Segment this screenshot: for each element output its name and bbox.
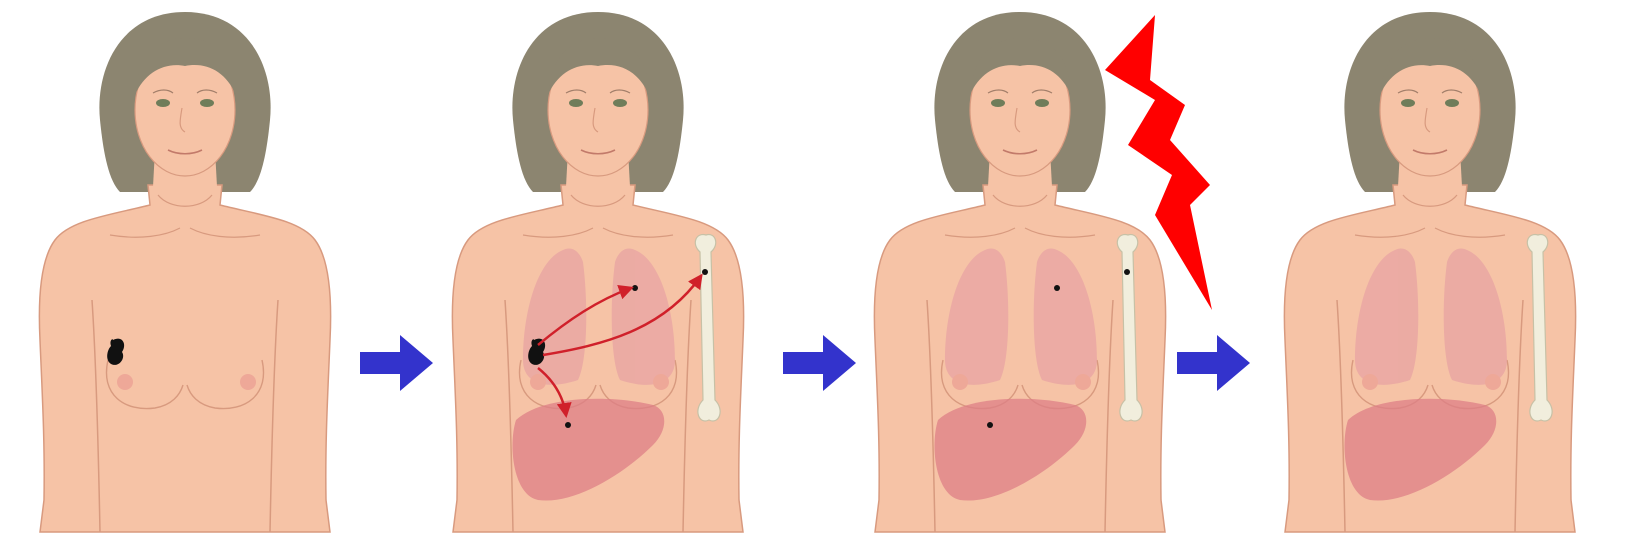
metastasis-dot [1054,285,1060,291]
metastasis-dot [702,269,708,275]
right-arrow-icon [783,335,856,391]
eye [613,99,627,107]
figure-primary-tumor [39,12,330,532]
eye [1035,99,1049,107]
nipple [952,374,968,390]
metastasis-dot [632,285,638,291]
eye [569,99,583,107]
eye [156,99,170,107]
nipple [117,374,133,390]
nipple [1362,374,1378,390]
nipple [1075,374,1091,390]
eye [200,99,214,107]
metastasis-dot [1124,269,1130,275]
nipple [1485,374,1501,390]
metastasis-dot [565,422,571,428]
nipple [530,374,546,390]
nipple [240,374,256,390]
metastasis-dot [987,422,993,428]
eye [1445,99,1459,107]
right-arrow-icon [1177,335,1250,391]
figure-after-treatment [1284,12,1575,532]
figure-established-metastases [874,12,1165,532]
nipple [653,374,669,390]
eye [1401,99,1415,107]
torso [39,185,330,532]
figure-metastatic-spread [452,12,743,532]
right-arrow-icon [360,335,433,391]
eye [991,99,1005,107]
